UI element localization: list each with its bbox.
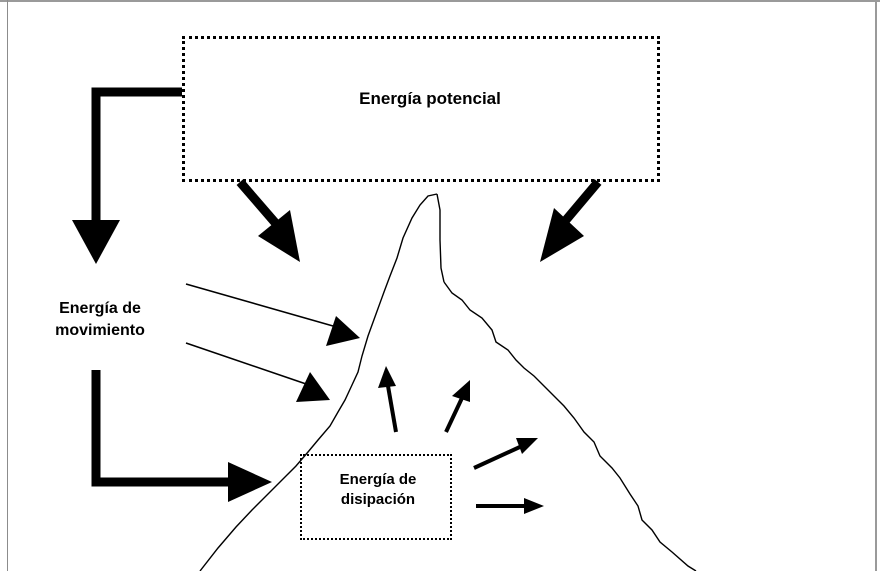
arrow-dissipation-right-head xyxy=(524,498,544,514)
arrow-dissipation-diag-shaft xyxy=(473,444,523,470)
arrow-dissipation-up-right-shaft xyxy=(444,397,464,433)
motion-energy-line2: movimiento xyxy=(55,321,145,339)
arrow-dissipation-up-left-shaft xyxy=(386,385,398,433)
arrow-potential-right-shaft xyxy=(562,179,602,223)
mountain-peak-edge xyxy=(436,193,445,283)
arrow-potential-to-motion xyxy=(91,87,182,222)
arrow-potential-left-shaft xyxy=(236,179,282,229)
frame-top-border xyxy=(0,0,880,2)
arrow-motion-lower-head xyxy=(296,372,330,402)
arrow-motion-upper-shaft xyxy=(185,283,341,329)
arrow-potential-right-head xyxy=(540,208,584,262)
dissipation-energy-box xyxy=(300,454,452,540)
motion-energy-label: Energía de movimiento xyxy=(20,298,180,341)
motion-energy-line1: Energía de xyxy=(59,300,141,317)
frame-right-border xyxy=(875,0,877,571)
arrow-dissipation-up-right-head xyxy=(452,380,470,402)
dissipation-energy-line2: disipación xyxy=(340,491,416,509)
mountain-left-slope xyxy=(199,193,438,571)
arrow-motion-to-dissipation xyxy=(91,370,232,487)
mountain-right-slope xyxy=(443,281,697,571)
arrow-motion-lower-shaft xyxy=(185,342,313,387)
arrow-potential-left-head xyxy=(258,210,300,262)
arrow-potential-to-motion-head xyxy=(72,220,120,264)
dissipation-energy-line1: Energía de xyxy=(339,471,417,488)
dissipation-energy-label: Energía de disipación xyxy=(302,470,454,511)
arrow-dissipation-up-left-head xyxy=(378,366,396,388)
arrow-dissipation-diag-head xyxy=(516,438,538,454)
potential-energy-box xyxy=(182,36,660,182)
potential-energy-text: Energía potencial xyxy=(359,89,501,108)
frame-left-border xyxy=(7,0,8,571)
arrow-motion-upper-head xyxy=(326,316,360,346)
potential-energy-label: Energía potencial xyxy=(300,88,560,111)
arrow-motion-to-dissipation-head xyxy=(228,462,272,502)
